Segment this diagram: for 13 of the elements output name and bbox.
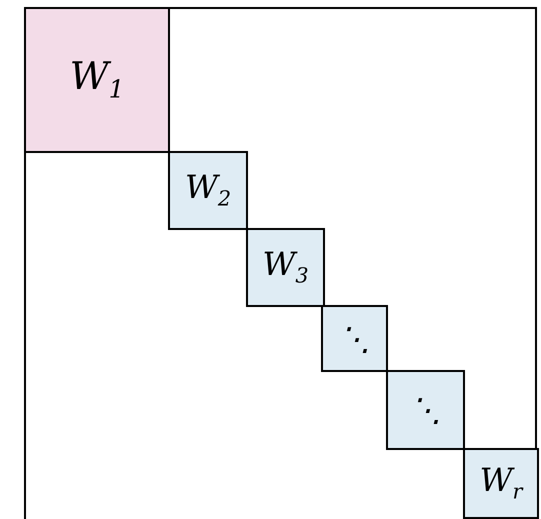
matrix-block-label: ⋱ xyxy=(338,322,370,354)
matrix-block xyxy=(168,151,248,230)
matrix-block xyxy=(24,7,170,153)
matrix-block-label: W$_{r}$ xyxy=(480,464,522,503)
matrix-outline xyxy=(24,7,537,519)
matrix-block xyxy=(463,448,539,519)
matrix-block-label: ⋱ xyxy=(410,394,442,426)
matrix-block-label: W$_{1}$ xyxy=(70,57,124,103)
matrix-block xyxy=(246,228,325,307)
matrix-block-label: W$_{2}$ xyxy=(184,171,232,210)
matrix-block xyxy=(321,305,388,372)
matrix-block-label: W$_{3}$ xyxy=(262,248,309,287)
matrix-block xyxy=(386,370,465,450)
